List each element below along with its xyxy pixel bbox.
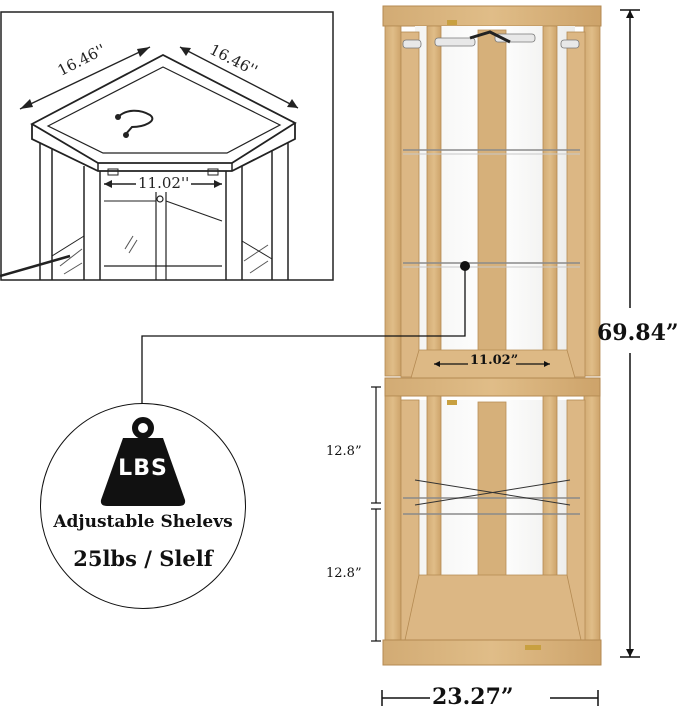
inset-detail: 16.46'' 16.46'' 11.02'' [0,11,334,281]
height-dimension-line [620,9,640,658]
badge-title: Adjustable Shelevs [53,512,233,532]
weight-icon-label: LBS [118,456,168,481]
shelf-width-arrow [434,361,550,367]
curio-cabinet [375,0,610,690]
cabinet-width-label: 23.27” [432,684,514,710]
upper-shelf-gap-label: 12.8” [326,444,362,459]
inset-dim-inner: 11.02'' [136,174,192,192]
weight-lbs-icon [100,417,186,506]
badge-capacity: 25lbs / Slelf [73,546,213,571]
leader-line [141,266,466,404]
shelf-capacity-badge: LBS Adjustable Shelevs 25lbs / Slelf [40,403,246,609]
inset-line-drawing [0,11,334,281]
lower-shelf-gap-label: 12.8” [326,566,362,581]
shelf-gap-dimension-lines [371,386,381,642]
cabinet-illustration [382,5,602,666]
width-dimension-line [381,690,599,706]
shelf-width-label: 11.02” [470,353,519,368]
cabinet-height-label: 69.84” [597,320,679,346]
